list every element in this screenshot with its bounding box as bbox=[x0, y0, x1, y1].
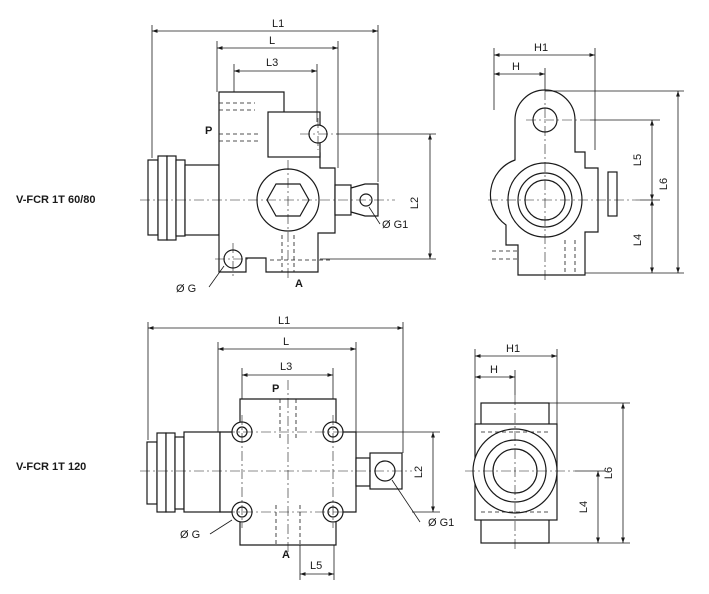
dim-label-l2: L2 bbox=[409, 197, 421, 209]
knob-ring-outer bbox=[147, 159, 159, 236]
leader-g1 bbox=[391, 479, 421, 523]
hole-label-g1: Ø G1 bbox=[428, 517, 454, 529]
dim-label-l2: L2 bbox=[413, 466, 425, 478]
dim-label-l6: L6 bbox=[658, 178, 670, 190]
hole-label-g: Ø G bbox=[180, 529, 200, 541]
side-screw bbox=[607, 171, 618, 217]
port-label-a: A bbox=[282, 549, 290, 561]
hole-label-g1: Ø G1 bbox=[382, 219, 408, 231]
knob-ring-2 bbox=[166, 155, 177, 241]
port-label-p: P bbox=[205, 125, 212, 137]
hole-label-g: Ø G bbox=[176, 283, 196, 295]
front-view-120: L1 L L3 L2 L5 P A Ø G bbox=[140, 315, 454, 580]
knob-ring-1 bbox=[157, 155, 168, 241]
dim-label-h: H bbox=[490, 364, 498, 376]
dim-label-l3: L3 bbox=[266, 57, 278, 69]
knob-ring-3 bbox=[174, 436, 185, 510]
leader-g1 bbox=[368, 206, 381, 225]
dim-label-l5: L5 bbox=[632, 154, 644, 166]
dim-label-h: H bbox=[512, 61, 520, 73]
dim-label-l5: L5 bbox=[310, 560, 322, 572]
model-label-60-80: V-FCR 1T 60/80 bbox=[16, 194, 95, 206]
front-view-60-80: L1 L L3 L2 P A Ø G Ø G1 bbox=[140, 18, 436, 295]
dim-label-l3: L3 bbox=[280, 361, 292, 373]
spring-housing bbox=[183, 431, 221, 513]
side-view-120: H1 H L4 L6 bbox=[465, 343, 630, 550]
side-view-60-80: H1 H L5 L4 L6 bbox=[488, 42, 684, 282]
dim-label-l1: L1 bbox=[272, 18, 284, 30]
dim-label-h1: H1 bbox=[506, 343, 520, 355]
dim-label-l4: L4 bbox=[632, 234, 644, 246]
dim-label-h1: H1 bbox=[534, 42, 548, 54]
knob-ring-2 bbox=[165, 432, 176, 513]
leader-g bbox=[208, 265, 225, 288]
model-label-120: V-FCR 1T 120 bbox=[16, 461, 86, 473]
dim-label-l4: L4 bbox=[578, 501, 590, 513]
knob-ring-1 bbox=[156, 432, 167, 513]
port-label-a: A bbox=[295, 278, 303, 290]
adjust-screw-base bbox=[355, 457, 371, 487]
model-120-group: V-FCR 1T 120 bbox=[16, 315, 630, 580]
dim-label-l6: L6 bbox=[603, 467, 615, 479]
knob-ring-3 bbox=[175, 159, 186, 237]
dim-label-l: L bbox=[283, 336, 289, 348]
port-label-p: P bbox=[272, 383, 279, 395]
knob-ring-outer bbox=[146, 441, 158, 505]
dim-label-l: L bbox=[269, 35, 275, 47]
leader-g bbox=[209, 519, 233, 535]
dim-label-l1: L1 bbox=[278, 315, 290, 327]
model-60-80-group: V-FCR 1T 60/80 bbox=[16, 18, 684, 295]
